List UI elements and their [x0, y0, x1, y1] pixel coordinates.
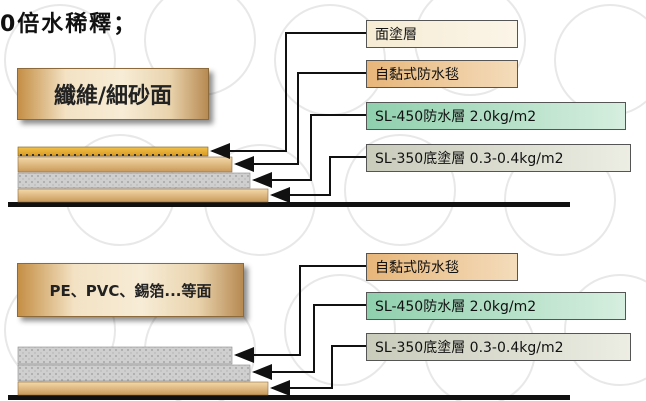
leader-sl350 [270, 156, 366, 203]
layer-blanket-2 [17, 346, 233, 365]
leader-top-coat [210, 32, 366, 159]
leader-blanket [234, 72, 366, 172]
substrate-line-2 [8, 395, 570, 400]
layer-sl450-2 [17, 364, 251, 382]
surface-type-box-pe-pvc-foil: PE、PVC、錫箔...等面 [17, 263, 244, 317]
callout-top-coat: 面塗層 [366, 20, 518, 48]
surface-type-box-fiber-sand: 纖維/細砂面 [17, 68, 209, 120]
substrate-line-1 [8, 202, 570, 207]
callout-blanket: 自黏式防水毯 [366, 60, 518, 88]
layer-stack-1 [8, 146, 570, 207]
callout-sl450-2: SL-450防水層 2.0kg/m2 [366, 292, 626, 320]
leader-blanket-2 [234, 265, 366, 363]
callout-blanket-2: 自黏式防水毯 [366, 253, 518, 281]
layer-stack-2 [8, 346, 570, 400]
leader-sl350-2 [270, 345, 366, 396]
callout-sl350: SL-350底塗層 0.3-0.4kg/m2 [366, 144, 631, 172]
callout-sl450: SL-450防水層 2.0kg/m2 [366, 102, 626, 130]
layer-sl350-1 [17, 188, 269, 203]
callout-sl350-2: SL-350底塗層 0.3-0.4kg/m2 [366, 333, 631, 361]
leader-sl450-2 [252, 304, 366, 380]
layer-sl450-1 [17, 172, 251, 189]
heading-text: 0倍水稀釋； [0, 12, 138, 37]
leader-sl450 [252, 114, 366, 188]
layer-topcoat-1 [17, 146, 209, 157]
layer-sl350-2 [17, 381, 269, 396]
layer-blanket-1 [17, 156, 233, 173]
